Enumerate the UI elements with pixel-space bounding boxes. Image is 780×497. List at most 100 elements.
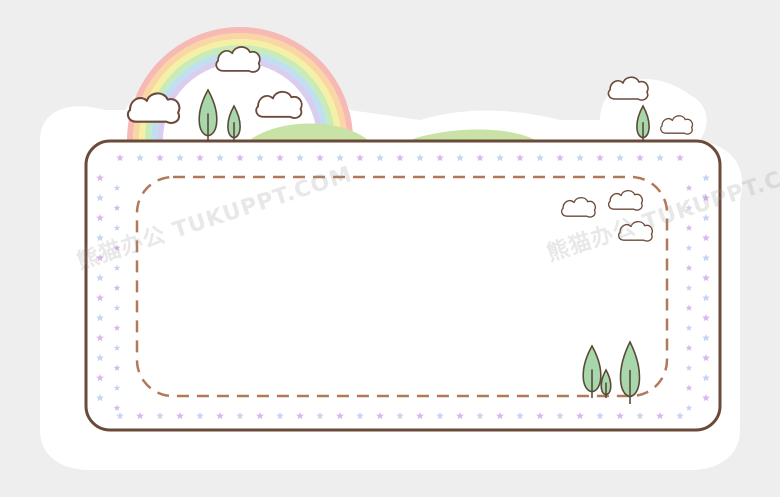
star-mark <box>676 412 684 420</box>
star-mark <box>676 154 684 162</box>
star-mark <box>113 404 121 411</box>
star-mark <box>276 154 284 162</box>
star-mark <box>176 154 184 162</box>
cloud-icon <box>617 220 653 242</box>
star-pattern <box>96 154 710 420</box>
star-mark <box>576 412 584 420</box>
cloud-icon <box>607 189 643 211</box>
tree-icon <box>227 104 241 142</box>
star-mark <box>176 412 184 420</box>
rainbow-band <box>133 33 347 141</box>
cloud-icon <box>560 196 596 218</box>
star-mark <box>336 412 344 420</box>
star-mark <box>702 294 710 302</box>
star-mark <box>702 374 710 382</box>
star-mark <box>113 204 121 211</box>
star-mark <box>216 412 224 420</box>
star-mark <box>702 334 710 342</box>
star-mark <box>596 412 604 420</box>
star-mark <box>685 244 693 251</box>
star-mark <box>685 404 693 411</box>
star-mark <box>685 264 693 271</box>
cloud-icon <box>607 76 649 101</box>
star-mark <box>296 412 304 420</box>
star-mark <box>476 412 484 420</box>
star-mark <box>236 154 244 162</box>
star-mark <box>113 244 121 251</box>
star-mark <box>456 154 464 162</box>
star-mark <box>702 274 710 282</box>
star-mark <box>136 412 144 420</box>
star-mark <box>116 154 124 162</box>
star-mark <box>702 234 710 242</box>
star-mark <box>416 412 424 420</box>
star-mark <box>556 154 564 162</box>
star-mark <box>216 154 224 162</box>
tree-icon <box>198 88 218 142</box>
star-mark <box>236 412 244 420</box>
star-mark <box>113 384 121 391</box>
star-mark <box>376 154 384 162</box>
star-mark <box>516 154 524 162</box>
star-mark <box>113 284 121 291</box>
star-mark <box>685 364 693 371</box>
star-mark <box>416 154 424 162</box>
star-mark <box>96 394 104 402</box>
star-mark <box>96 334 104 342</box>
star-mark <box>656 154 664 162</box>
star-mark <box>702 394 710 402</box>
star-mark <box>685 384 693 391</box>
star-mark <box>136 154 144 162</box>
star-mark <box>96 354 104 362</box>
star-mark <box>356 154 364 162</box>
star-mark <box>113 304 121 311</box>
star-mark <box>156 412 164 420</box>
hill-icon <box>410 129 535 140</box>
star-mark <box>256 412 264 420</box>
star-mark <box>576 154 584 162</box>
star-mark <box>685 344 693 351</box>
star-mark <box>96 194 104 202</box>
star-mark <box>196 412 204 420</box>
star-mark <box>476 154 484 162</box>
star-mark <box>336 154 344 162</box>
star-mark <box>96 294 104 302</box>
star-mark <box>702 314 710 322</box>
star-mark <box>685 184 693 191</box>
hill-icon <box>250 123 368 140</box>
star-mark <box>96 274 104 282</box>
tree-icon <box>619 340 641 404</box>
star-mark <box>536 154 544 162</box>
star-mark <box>556 412 564 420</box>
star-mark <box>616 154 624 162</box>
star-mark <box>436 412 444 420</box>
star-mark <box>96 254 104 262</box>
star-mark <box>96 374 104 382</box>
star-mark <box>316 154 324 162</box>
star-mark <box>685 284 693 291</box>
star-mark <box>702 194 710 202</box>
star-mark <box>96 214 104 222</box>
star-mark <box>296 154 304 162</box>
star-mark <box>256 154 264 162</box>
star-mark <box>113 344 121 351</box>
star-mark <box>636 412 644 420</box>
star-mark <box>376 412 384 420</box>
star-mark <box>113 224 121 231</box>
star-mark <box>685 324 693 331</box>
star-mark <box>356 412 364 420</box>
star-mark <box>96 174 104 182</box>
star-mark <box>396 412 404 420</box>
star-mark <box>116 412 124 420</box>
star-mark <box>516 412 524 420</box>
star-mark <box>396 154 404 162</box>
dashed-inner-border <box>135 175 669 398</box>
cloud-icon <box>660 115 694 135</box>
cloud-icon <box>215 46 261 73</box>
star-mark <box>436 154 444 162</box>
cloud-icon <box>126 92 181 125</box>
star-mark <box>113 324 121 331</box>
star-mark <box>685 304 693 311</box>
star-mark <box>685 224 693 231</box>
